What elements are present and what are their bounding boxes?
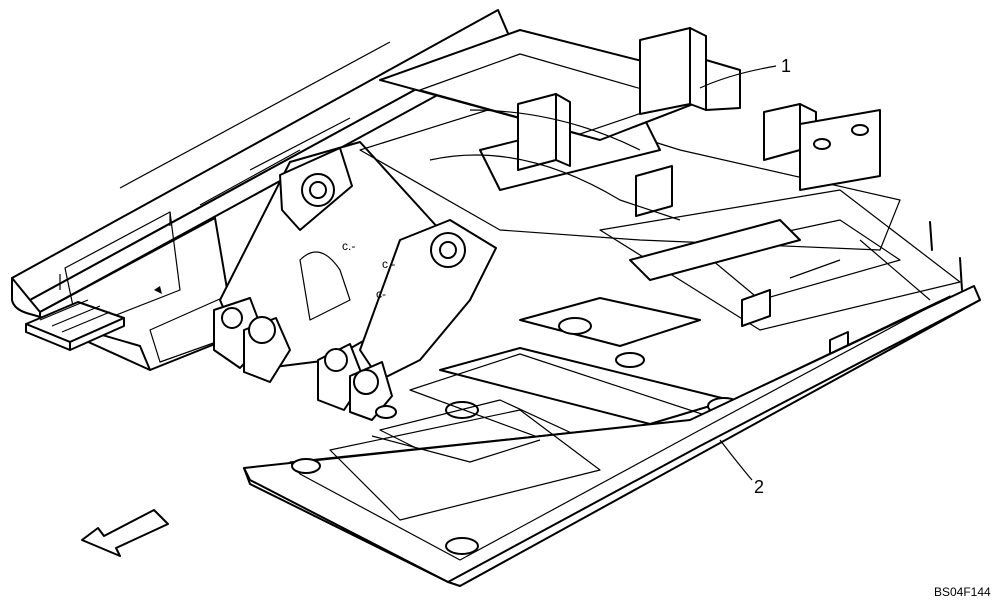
svg-text:c-: c- (376, 287, 386, 301)
boom-mount-bracket: c.- c.- c- (213, 141, 497, 421)
rear-frame (379, 27, 881, 221)
figure-code: BS04F144 (934, 585, 991, 599)
front-deck (243, 285, 981, 587)
callout-label-2: 2 (754, 477, 764, 497)
svg-text:c.-: c.- (342, 239, 355, 253)
right-side-deck (599, 189, 963, 371)
callout-2: 2 (719, 439, 764, 497)
front-direction-arrow-icon (81, 509, 169, 557)
callout-label-1: 1 (781, 56, 791, 76)
entry-step (25, 299, 125, 351)
callout-1: 1 (699, 56, 791, 89)
svg-text:c.-: c.- (382, 257, 395, 271)
